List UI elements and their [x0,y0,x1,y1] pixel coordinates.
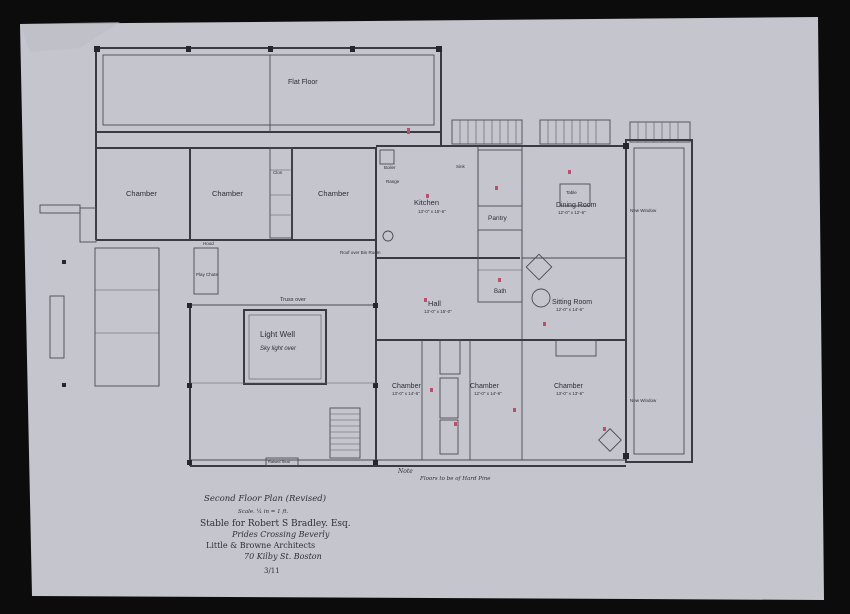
sitting-room-label: Sitting Room [552,299,592,306]
left-porch [49,247,378,465]
new-window-label-2: New Window [630,398,657,403]
bath-label: Bath [494,289,506,295]
dining-room-size: 12'-0" x 12'-6" [558,210,586,215]
note-text: Floors to be of Hard Pine [419,476,491,482]
chamber-label-3: Chamber [318,189,349,198]
title-scale: Scale. ¼ in = 1 ft. [238,508,289,515]
chamber-label-5: Chamber [470,383,499,390]
chamber-size-4: 13'-0" x 14'-6" [392,391,420,396]
sink-label: Sink [456,164,466,169]
title-block: Second Floor Plan (Revised) Scale. ¼ in … [200,493,351,575]
note-label: Note [397,468,413,475]
hood-label: Hood [203,241,214,246]
title-line-5: Little & Browne Architects [206,541,315,550]
chamber-label-1: Chamber [126,189,157,198]
title-line-6: 70 Kilby St. Boston [244,552,322,561]
sitting-room-size: 12'-0" x 14'-6" [556,307,584,312]
roof-over-bin-label: Roof over Bin Room [340,250,381,255]
left-chamber-partitions [39,147,293,243]
new-window-label-1: New Window [630,208,657,213]
sheet-number: 3/11 [264,567,280,575]
raised-seat-label: Raised Seat [268,459,291,464]
lower-stairs [265,407,361,467]
light-well [190,309,376,385]
hall-size: 13'-0" x 15'-0" [424,309,452,314]
title-line-4: Prides Crossing Beverly [231,530,330,539]
hall-label: Hall [428,299,441,308]
chamber-label-2: Chamber [212,189,243,198]
chamber-label-4: Chamber [392,383,421,390]
kitchen-label: Kitchen [414,198,439,207]
chamber-size-5: 12'-0" x 14'-6" [474,391,502,396]
chamber-size-6: 13'-0" x 13'-6" [556,391,584,396]
boiler-label: Boiler [384,165,396,170]
flat-floor-label: Flat Floor [288,79,318,86]
clos-label: Clos [273,170,283,175]
title-line-1: Second Floor Plan (Revised) [204,493,326,504]
paper-tear [20,22,120,52]
right-wing-walls [623,139,693,463]
play-chute-box [193,247,219,295]
truss-over-label: Truss over [280,297,306,303]
table-label: Table [566,190,577,195]
service-partitions [376,146,626,460]
top-wing-posts [94,46,442,52]
red-pencil-marks [407,128,606,431]
chamber-label-6: Chamber [554,383,583,390]
kitchen-size: 13'-0" x 15'-6" [418,209,446,214]
dining-room-label: Dining Room [556,202,597,209]
pantry-label: Pantry [488,215,508,222]
title-line-3: Stable for Robert S Bradley. Esq. [200,519,351,529]
sky-light-label: Sky light over [260,346,297,352]
top-stairs [451,119,691,145]
linen-paper [20,17,824,600]
light-well-label: Light Well [260,330,295,339]
play-chute-label: Play Chute [196,272,219,277]
range-label: Range [386,179,400,184]
